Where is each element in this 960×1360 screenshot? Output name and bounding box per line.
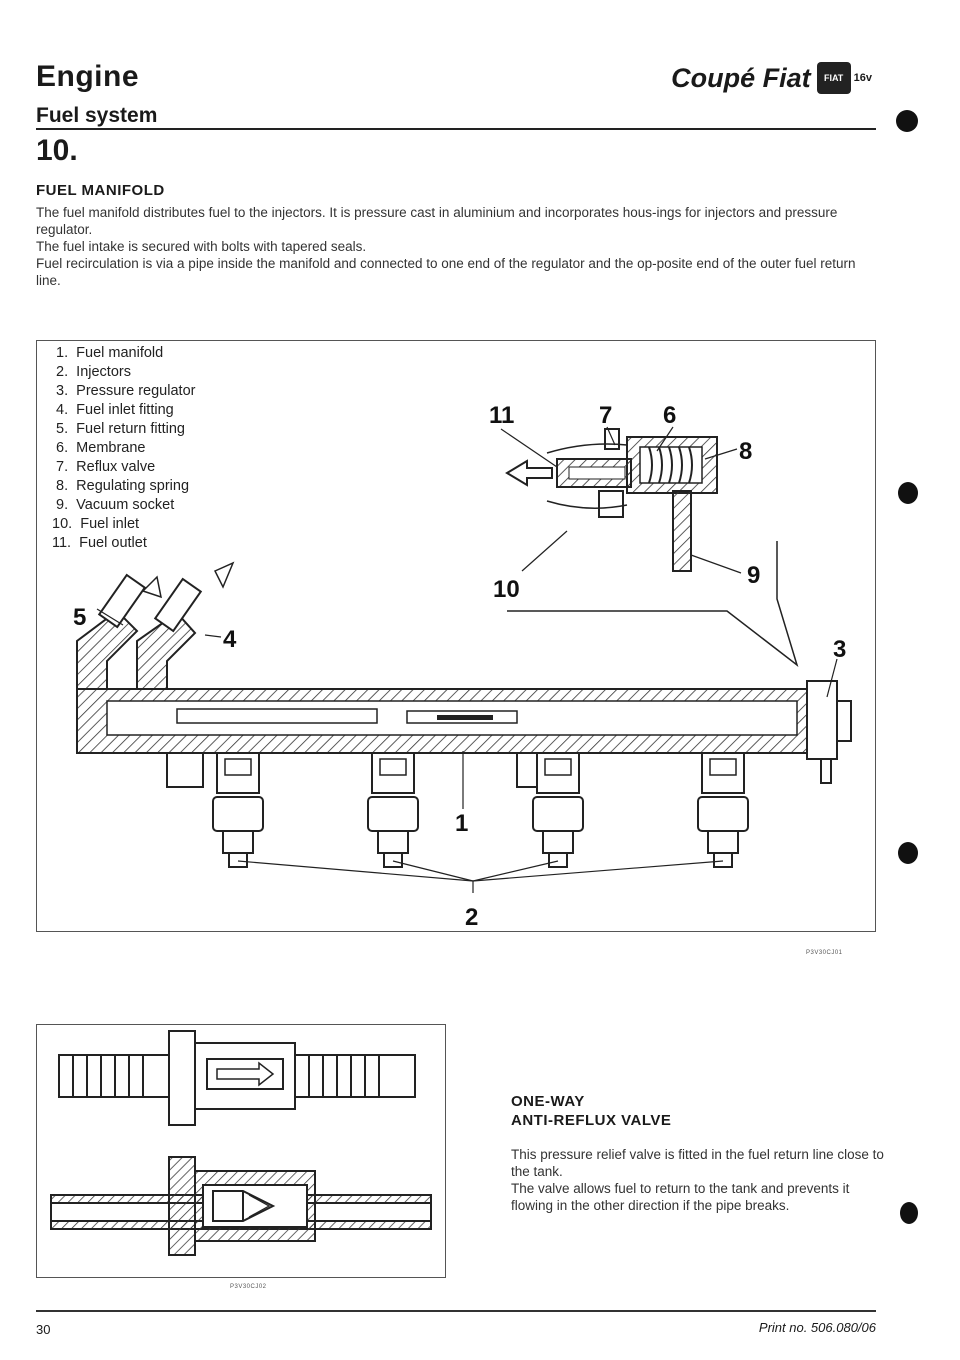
header-rule <box>36 128 876 130</box>
print-number: Print no. 506.080/06 <box>758 1320 876 1335</box>
legend-item: 8. Regulating spring <box>52 478 190 494</box>
fuel-manifold-diagram: 1 2 3 4 5 6 7 8 9 10 11 <box>73 402 852 931</box>
binder-hole-icon <box>896 110 918 132</box>
legend-item: 10. Fuel inlet <box>52 516 140 532</box>
header-brand: Coupé Fiat FIAT 16v <box>671 62 872 94</box>
valve-title: ONE-WAY ANTI-REFLUX VALVE <box>511 1092 671 1130</box>
injectors <box>212 752 749 868</box>
section-number: 10. <box>36 134 78 167</box>
injector <box>532 752 584 868</box>
callout-11: 11 <box>489 402 514 429</box>
callout-7: 7 <box>599 402 612 429</box>
callout-2: 2 <box>465 904 478 931</box>
legend-item: 9. Vacuum socket <box>52 497 175 513</box>
anti-reflux-valve-diagram <box>50 1030 432 1256</box>
valve-paragraph: This pressure relief valve is fitted in … <box>511 1147 884 1179</box>
valve-title-line: ONE-WAY <box>511 1093 585 1110</box>
callout-5: 5 <box>73 604 86 631</box>
injector <box>212 752 264 868</box>
legend-item: 7. Reflux valve <box>52 459 156 475</box>
injector <box>367 752 419 868</box>
callout-1: 1 <box>455 810 468 837</box>
header-section-title: Engine <box>36 60 140 93</box>
logo-suffix: 16v <box>853 72 872 84</box>
figure1-code: P3V30CJ01 <box>806 950 843 956</box>
callout-4: 4 <box>223 626 237 653</box>
valve-paragraph: The valve allows fuel to return to the t… <box>511 1181 850 1213</box>
callout-9: 9 <box>747 562 760 589</box>
legend-item: 11. Fuel outlet <box>52 535 147 551</box>
callout-10: 10 <box>493 576 520 603</box>
binder-hole-icon <box>898 842 918 864</box>
manifold-description: The fuel manifold distributes fuel to th… <box>36 204 876 289</box>
leader-lines <box>96 426 838 893</box>
valve-description: This pressure relief valve is fitted in … <box>511 1146 891 1214</box>
manifold-body <box>76 561 852 788</box>
anti-reflux-valve-figure <box>36 1024 446 1278</box>
manifold-paragraph: The fuel manifold distributes fuel to th… <box>36 205 838 237</box>
fiat-logo-icon: FIAT <box>816 62 851 94</box>
legend-item: 3. Pressure regulator <box>52 383 196 399</box>
valve-title-line: ANTI-REFLUX VALVE <box>511 1112 672 1129</box>
legend-item: 2. Injectors <box>52 364 131 380</box>
footer-rule <box>36 1310 876 1312</box>
valve-exterior-view <box>58 1030 416 1126</box>
binder-hole-icon <box>900 1202 918 1224</box>
binder-hole-icon <box>898 482 918 504</box>
valve-section-view <box>50 1156 432 1256</box>
legend-item: 1. Fuel manifold <box>52 345 164 361</box>
legend-item: 6. Membrane <box>52 440 146 456</box>
callout-6: 6 <box>663 402 676 429</box>
legend-item: 5. Fuel return fitting <box>52 421 185 437</box>
manifold-paragraph: Fuel recirculation is via a pipe inside … <box>36 256 856 288</box>
manifold-title: FUEL MANIFOLD <box>36 182 165 199</box>
header-subsection-title: Fuel system <box>36 104 158 127</box>
brand-name: Coupé Fiat <box>671 62 811 93</box>
callout-8: 8 <box>739 438 752 465</box>
regulator-detail <box>505 428 799 668</box>
page-number: 30 <box>36 1322 51 1337</box>
figure2-code: P3V30CJ02 <box>230 1284 267 1290</box>
manifold-paragraph: The fuel intake is secured with bolts wi… <box>36 239 367 254</box>
injector <box>697 752 749 868</box>
callouts: 1 2 3 4 5 6 7 8 9 10 11 <box>73 402 846 931</box>
figure-legend: 1. Fuel manifold 2. Injectors 3. Pressur… <box>52 344 195 553</box>
fuel-manifold-figure: 1 2 3 4 5 6 7 8 9 10 11 <box>36 340 876 932</box>
callout-3: 3 <box>833 636 846 663</box>
legend-item: 4. Fuel inlet fitting <box>52 402 174 418</box>
